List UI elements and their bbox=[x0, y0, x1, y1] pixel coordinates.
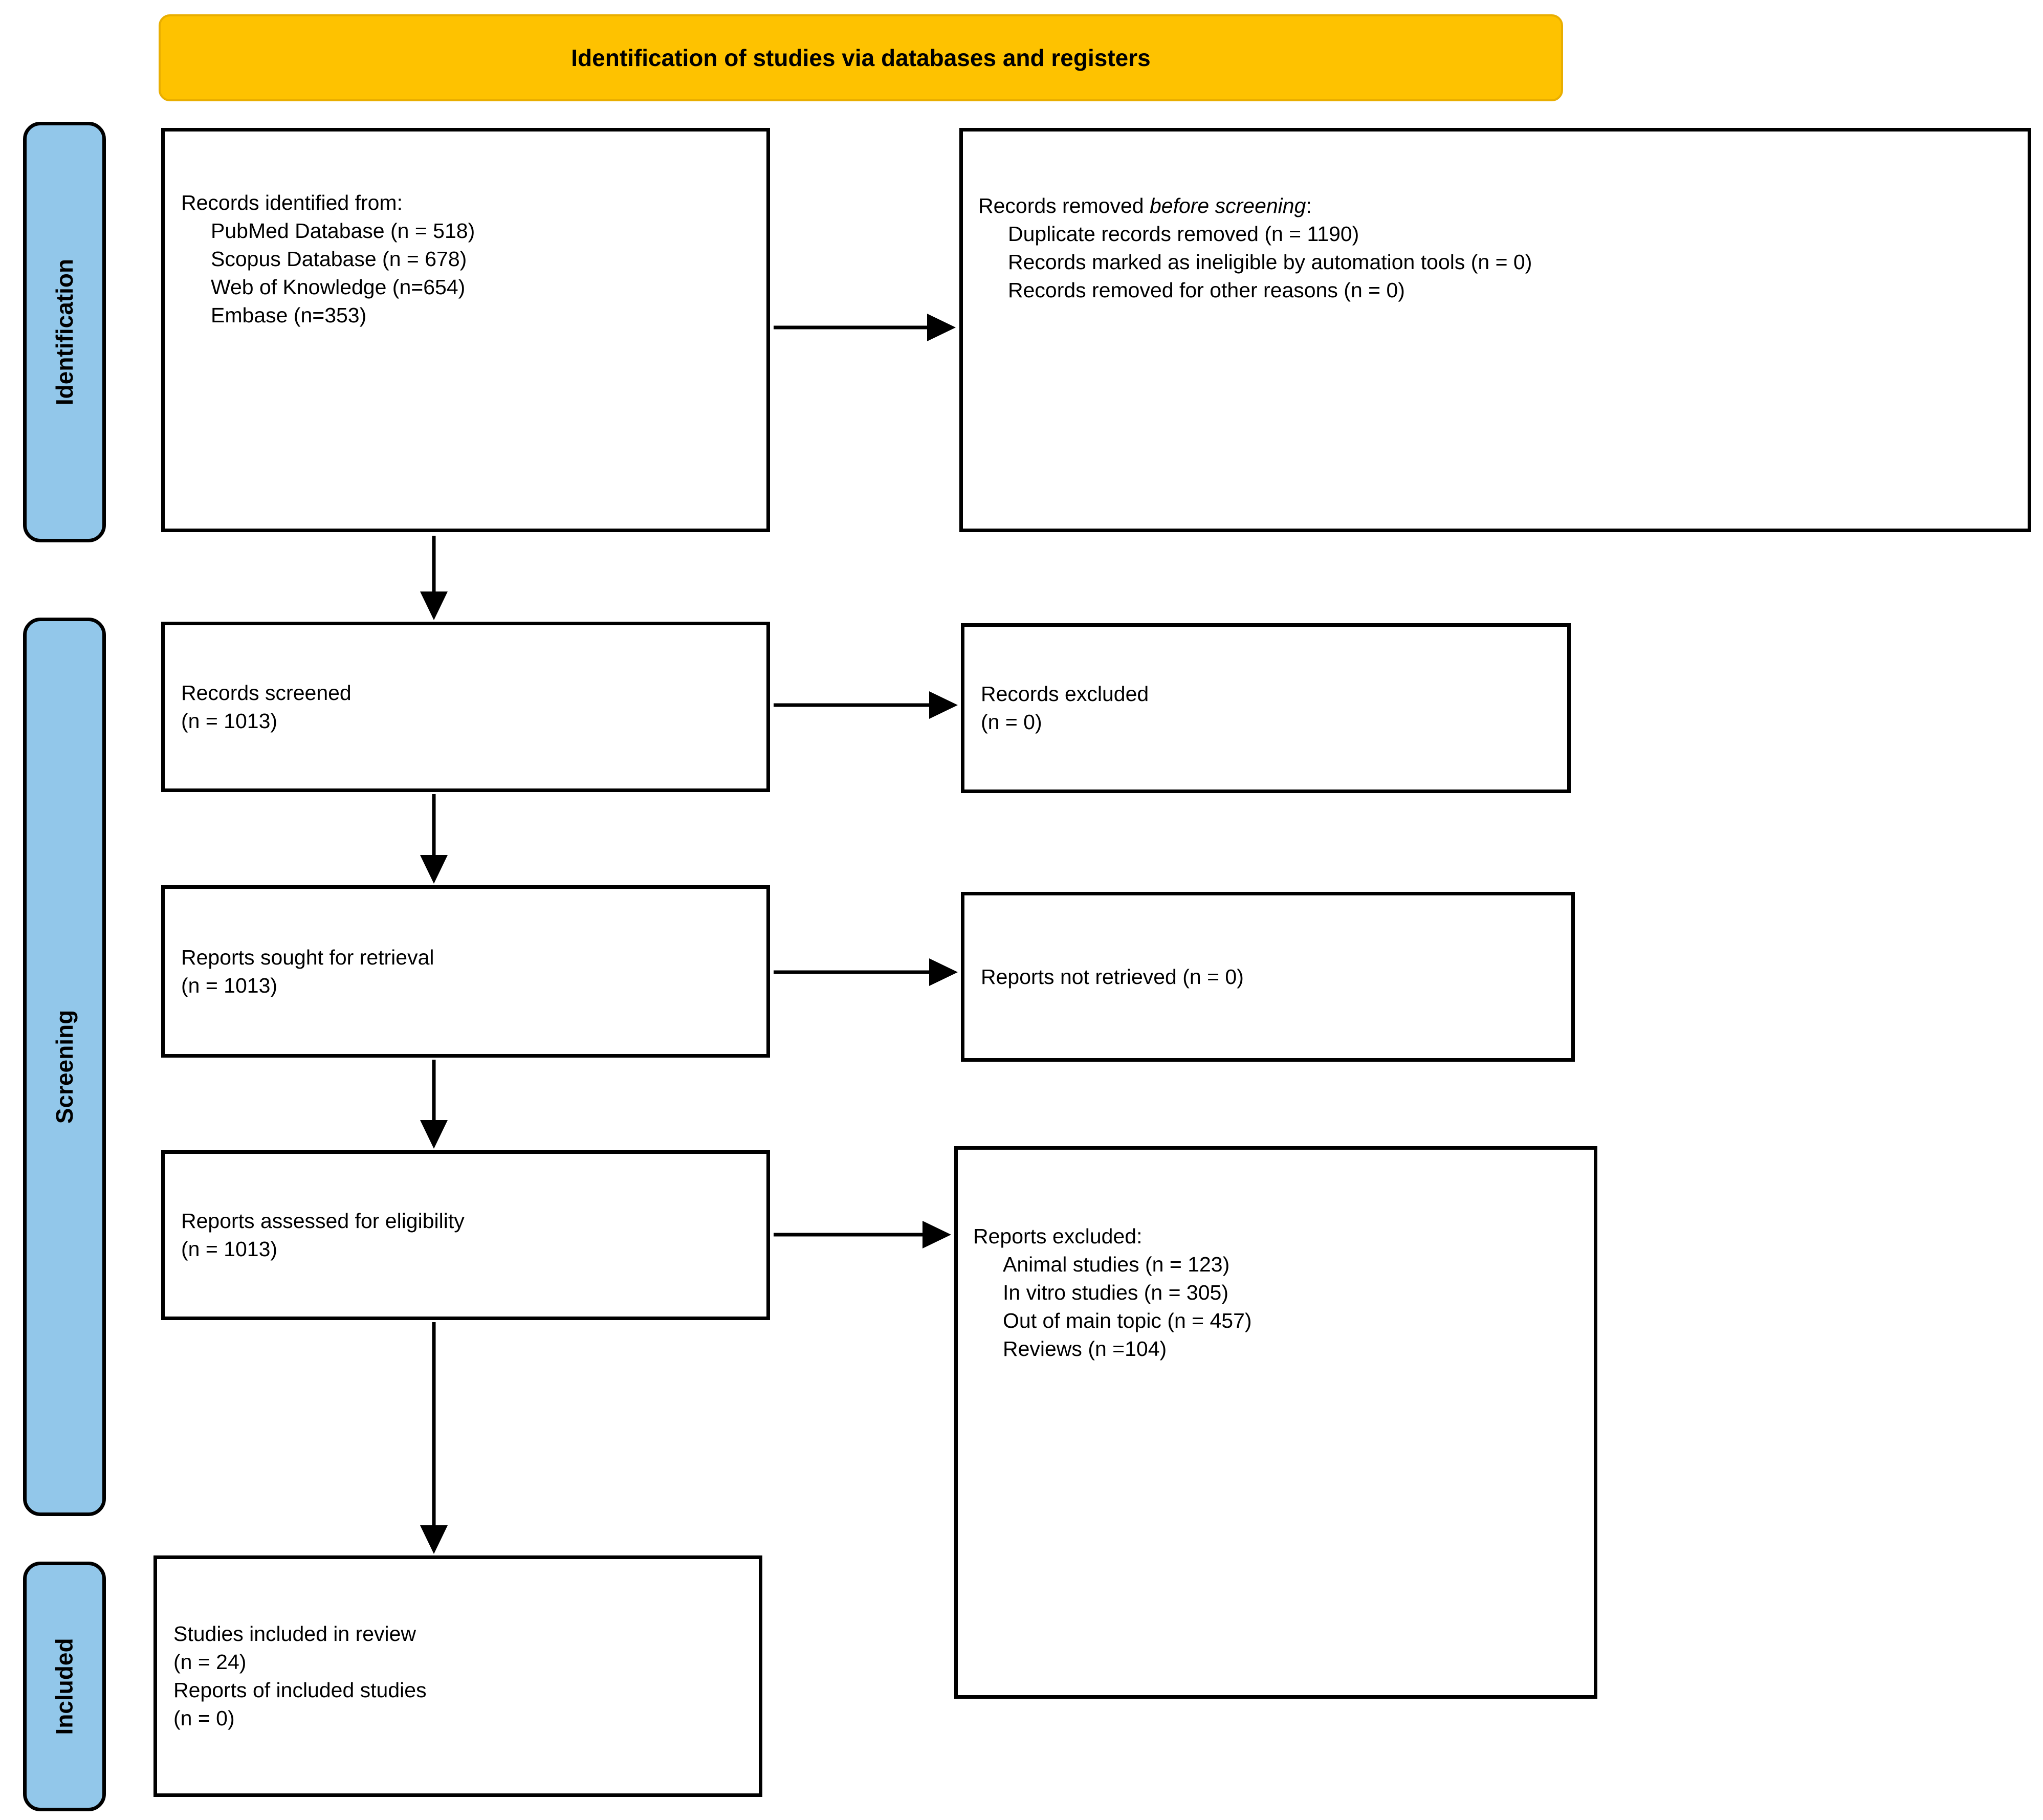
box-reports-excluded-heading: Reports excluded: bbox=[973, 1224, 1143, 1248]
reports-sought-count: (n = 1013) bbox=[181, 973, 278, 997]
reports-assessed-count: (n = 1013) bbox=[181, 1237, 278, 1261]
records-removed-prefix: Records removed bbox=[978, 194, 1150, 217]
source-scopus: Scopus Database (n = 678) bbox=[211, 247, 467, 271]
box-reports-sought: Reports sought for retrieval (n = 1013) bbox=[161, 885, 770, 1058]
stage-label-included-text: Included bbox=[51, 1638, 78, 1735]
arrowhead-sought-to-assessed bbox=[420, 1120, 448, 1149]
reports-included-count: (n = 0) bbox=[173, 1706, 235, 1730]
studies-included-count: (n = 24) bbox=[173, 1650, 247, 1674]
removed-duplicates: Duplicate records removed (n = 1190) bbox=[1008, 222, 1359, 246]
arrowhead-identified-to-screened bbox=[420, 591, 448, 620]
reports-included-line: Reports of included studies bbox=[173, 1678, 427, 1702]
reports-not-retrieved-line1: Reports not retrieved (n = 0) bbox=[981, 964, 1244, 989]
excluded-in-vitro: In vitro studies (n = 305) bbox=[1003, 1281, 1228, 1304]
box-records-removed-heading: Records removed before screening: bbox=[978, 192, 2028, 220]
stage-label-screening-text: Screening bbox=[51, 1010, 78, 1124]
stage-label-identification-text: Identification bbox=[51, 258, 78, 406]
arrowhead-screened-to-sought bbox=[420, 855, 448, 884]
box-records-excluded: Records excluded (n = 0) bbox=[961, 623, 1571, 793]
records-removed-suffix: : bbox=[1306, 194, 1312, 217]
records-removed-italic: before screening bbox=[1149, 194, 1306, 217]
studies-included-line1: Studies included in review bbox=[173, 1622, 416, 1646]
arrowhead-identified-to-removed bbox=[927, 314, 956, 341]
stage-label-screening: Screening bbox=[23, 618, 106, 1516]
excluded-animal-studies: Animal studies (n = 123) bbox=[1003, 1253, 1230, 1276]
records-screened-line1: Records screened bbox=[181, 681, 352, 705]
arrowhead-assessed-to-reports-excluded bbox=[922, 1221, 951, 1248]
box-reports-assessed: Reports assessed for eligibility (n = 10… bbox=[161, 1150, 770, 1320]
source-pubmed: PubMed Database (n = 518) bbox=[211, 219, 475, 243]
box-records-screened: Records screened (n = 1013) bbox=[161, 622, 770, 792]
box-records-identified-heading: Records identified from: bbox=[181, 191, 403, 214]
box-reports-excluded: Reports excluded: Animal studies (n = 12… bbox=[954, 1146, 1597, 1699]
source-embase: Embase (n=353) bbox=[211, 303, 367, 327]
records-screened-count: (n = 1013) bbox=[181, 709, 278, 733]
box-records-identified: Records identified from: PubMed Database… bbox=[161, 128, 770, 532]
box-reports-not-retrieved: Reports not retrieved (n = 0) bbox=[961, 892, 1575, 1062]
source-web-of-knowledge: Web of Knowledge (n=654) bbox=[211, 275, 466, 299]
arrowhead-sought-to-not-retrieved bbox=[929, 958, 958, 986]
removed-automation: Records marked as ineligible by automati… bbox=[1008, 250, 1532, 274]
stage-label-identification: Identification bbox=[23, 122, 106, 542]
arrowhead-screened-to-excluded bbox=[929, 691, 958, 719]
records-excluded-line1: Records excluded bbox=[981, 682, 1149, 706]
reports-sought-line1: Reports sought for retrieval bbox=[181, 945, 434, 969]
excluded-out-of-topic: Out of main topic (n = 457) bbox=[1003, 1309, 1252, 1332]
title-banner-label: Identification of studies via databases … bbox=[571, 45, 1151, 71]
removed-other: Records removed for other reasons (n = 0… bbox=[1008, 278, 1405, 302]
stage-label-included: Included bbox=[23, 1562, 106, 1811]
reports-assessed-line1: Reports assessed for eligibility bbox=[181, 1209, 465, 1233]
arrowhead-assessed-to-included bbox=[420, 1525, 448, 1554]
title-banner: Identification of studies via databases … bbox=[159, 14, 1563, 101]
excluded-reviews: Reviews (n =104) bbox=[1003, 1337, 1167, 1361]
box-studies-included: Studies included in review (n = 24) Repo… bbox=[153, 1555, 762, 1797]
box-records-removed: Records removed before screening: Duplic… bbox=[959, 128, 2031, 532]
records-excluded-count: (n = 0) bbox=[981, 710, 1042, 734]
